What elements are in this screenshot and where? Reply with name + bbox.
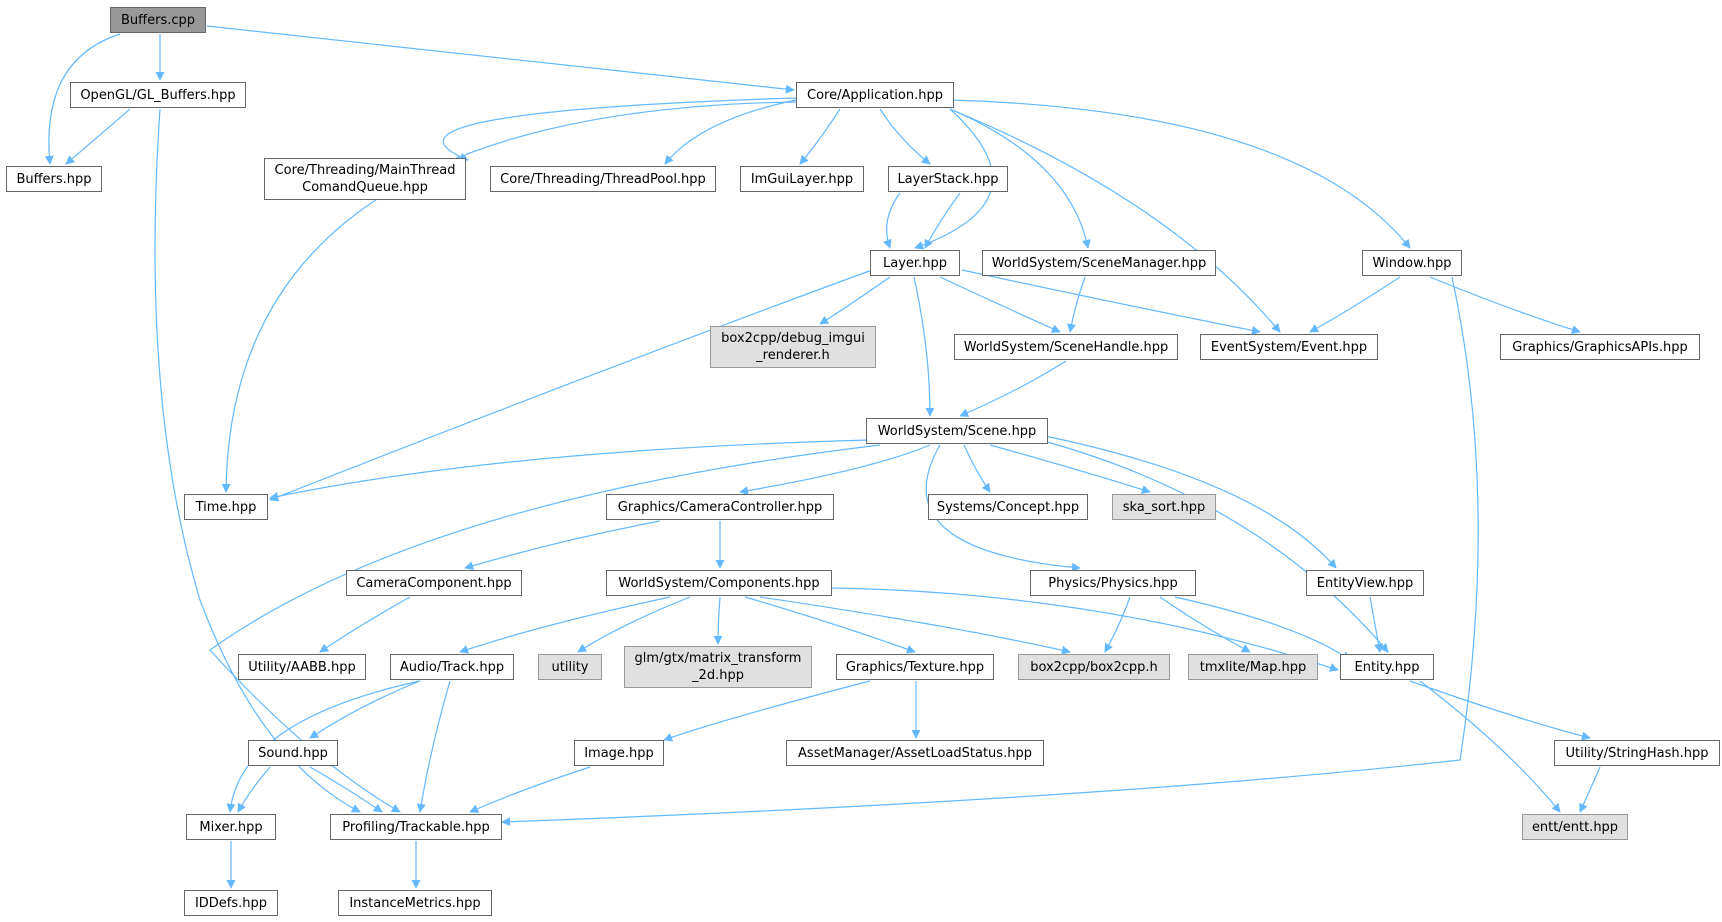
- node-track-hpp[interactable]: Audio/Track.hpp: [390, 654, 514, 680]
- dependency-edge-26: [269, 439, 871, 501]
- node-idefs-hpp[interactable]: IDDefs.hpp: [184, 890, 278, 916]
- node-concept-hpp[interactable]: Systems/Concept.hpp: [928, 494, 1088, 520]
- node-threadpool-hpp[interactable]: Core/Threading/ThreadPool.hpp: [490, 166, 716, 192]
- dependency-edge-55: [309, 766, 383, 813]
- node-cameracomponent-hpp[interactable]: CameraComponent.hpp: [346, 570, 522, 596]
- node-gl-buffers-hpp[interactable]: OpenGL/GL_Buffers.hpp: [70, 82, 246, 108]
- node-mixer-hpp[interactable]: Mixer.hpp: [186, 814, 276, 840]
- node-core-application-hpp[interactable]: Core/Application.hpp: [796, 82, 954, 108]
- dependency-edge-2: [206, 25, 795, 94]
- node-entity-hpp[interactable]: Entity.hpp: [1340, 654, 1434, 680]
- dependency-edge-39: [713, 596, 723, 645]
- dependency-edge-30: [989, 444, 1151, 494]
- dependency-edge-7: [799, 108, 841, 165]
- node-sound-hpp[interactable]: Sound.hpp: [248, 740, 338, 766]
- dependency-edge-31: [925, 444, 1081, 572]
- dependency-edge-22: [1309, 276, 1401, 333]
- dependency-edge-45: [1174, 596, 1351, 661]
- dependency-edge-13: [221, 101, 797, 493]
- node-matrix-transform-2d-hpp[interactable]: glm/gtx/matrix_transform _2d.hpp: [624, 646, 812, 688]
- dependency-edge-36: [319, 596, 411, 653]
- dependency-edge-38: [577, 596, 691, 653]
- node-utility[interactable]: utility: [538, 654, 602, 680]
- dependency-edge-21: [269, 269, 873, 502]
- node-cameracontroller-hpp[interactable]: Graphics/CameraController.hpp: [606, 494, 834, 520]
- node-layerstack-hpp[interactable]: LayerStack.hpp: [888, 166, 1008, 192]
- dependency-edge-48: [226, 680, 421, 813]
- dependency-edge-1: [44, 33, 121, 165]
- dependency-edge-18: [819, 276, 891, 325]
- node-imguilayer-hpp[interactable]: ImGuiLayer.hpp: [740, 166, 864, 192]
- dependency-edge-49: [416, 680, 451, 813]
- dependency-edge-46: [1369, 596, 1383, 653]
- dependency-edge-24: [501, 276, 1479, 827]
- dependency-edge-50: [663, 680, 871, 742]
- node-physics-hpp[interactable]: Physics/Physics.hpp: [1030, 570, 1196, 596]
- dependency-edge-16: [1067, 276, 1086, 333]
- dependency-edge-3: [65, 108, 131, 165]
- dependency-edge-29: [963, 444, 991, 493]
- dependency-edge-53: [1419, 680, 1561, 813]
- node-instancemetrics-hpp[interactable]: InstanceMetrics.hpp: [338, 890, 492, 916]
- dependency-edge-19: [939, 276, 1061, 333]
- dependency-edge-20: [961, 269, 1261, 335]
- node-buffers-cpp[interactable]: Buffers.cpp: [110, 7, 206, 33]
- node-image-hpp[interactable]: Image.hpp: [574, 740, 664, 766]
- node-trackable-hpp[interactable]: Profiling/Trackable.hpp: [330, 814, 502, 840]
- dependency-edge-11: [949, 108, 1281, 333]
- dependency-edge-5: [442, 97, 797, 162]
- dependency-edge-15: [924, 192, 961, 249]
- dependency-edge-40: [744, 596, 916, 654]
- dependency-edge-47: [309, 680, 421, 739]
- node-texture-hpp[interactable]: Graphics/Texture.hpp: [836, 654, 994, 680]
- dependency-edge-28: [739, 444, 931, 496]
- dependency-edge-54: [237, 766, 271, 813]
- node-stringhash-hpp[interactable]: Utility/StringHash.hpp: [1554, 740, 1720, 766]
- dependency-edge-57: [1579, 766, 1601, 813]
- dependency-edge-23: [1429, 276, 1581, 334]
- dependency-edge-42: [829, 587, 1339, 672]
- node-entt-hpp[interactable]: entt/entt.hpp: [1522, 814, 1628, 840]
- dependency-edge-44: [1159, 596, 1251, 653]
- dependency-edge-52: [1409, 680, 1591, 741]
- dependency-edge-41: [759, 596, 1071, 655]
- node-assetloadstatus-hpp[interactable]: AssetManager/AssetLoadStatus.hpp: [786, 740, 1044, 766]
- dependency-edge-37: [459, 596, 671, 654]
- node-entityview-hpp[interactable]: EntityView.hpp: [1306, 570, 1424, 596]
- dependency-edge-34: [464, 520, 661, 571]
- node-scenehandle-hpp[interactable]: WorldSystem/SceneHandle.hpp: [954, 334, 1178, 360]
- dependency-edge-14: [883, 192, 901, 249]
- node-time-hpp[interactable]: Time.hpp: [184, 494, 268, 520]
- dependency-edge-8: [879, 108, 931, 165]
- node-graphicsapis-hpp[interactable]: Graphics/GraphicsAPIs.hpp: [1500, 334, 1700, 360]
- node-window-hpp[interactable]: Window.hpp: [1362, 250, 1462, 276]
- dependency-edge-32: [1039, 434, 1337, 569]
- dependency-edge-17: [913, 276, 935, 417]
- dependency-edge-6: [664, 99, 797, 165]
- node-maincommandqueue-hpp[interactable]: Core/Threading/MainThread ComandQueue.hp…: [264, 158, 466, 200]
- dependency-edge-4: [154, 108, 361, 813]
- node-components-hpp[interactable]: WorldSystem/Components.hpp: [606, 570, 832, 596]
- dependency-edge-43: [1104, 596, 1131, 653]
- dependency-edge-12: [949, 99, 1411, 249]
- node-buffers-hpp[interactable]: Buffers.hpp: [6, 166, 102, 192]
- dependency-edge-10: [949, 108, 1091, 249]
- dependency-edge-25: [959, 360, 1067, 417]
- node-ska-sort-hpp[interactable]: ska_sort.hpp: [1112, 494, 1216, 520]
- dependency-edge-33: [1039, 439, 1389, 653]
- node-debug-imgui-renderer-h[interactable]: box2cpp/debug_imgui _renderer.h: [710, 326, 876, 368]
- node-event-hpp[interactable]: EventSystem/Event.hpp: [1200, 334, 1378, 360]
- node-scenemanager-hpp[interactable]: WorldSystem/SceneManager.hpp: [982, 250, 1216, 276]
- node-box2cpp-h[interactable]: box2cpp/box2cpp.h: [1018, 654, 1170, 680]
- node-layer-hpp[interactable]: Layer.hpp: [870, 250, 960, 276]
- node-scene-hpp[interactable]: WorldSystem/Scene.hpp: [866, 418, 1048, 444]
- node-aabb-hpp[interactable]: Utility/AABB.hpp: [238, 654, 366, 680]
- node-map-hpp[interactable]: tmxlite/Map.hpp: [1188, 654, 1318, 680]
- dependency-edge-56: [469, 766, 591, 813]
